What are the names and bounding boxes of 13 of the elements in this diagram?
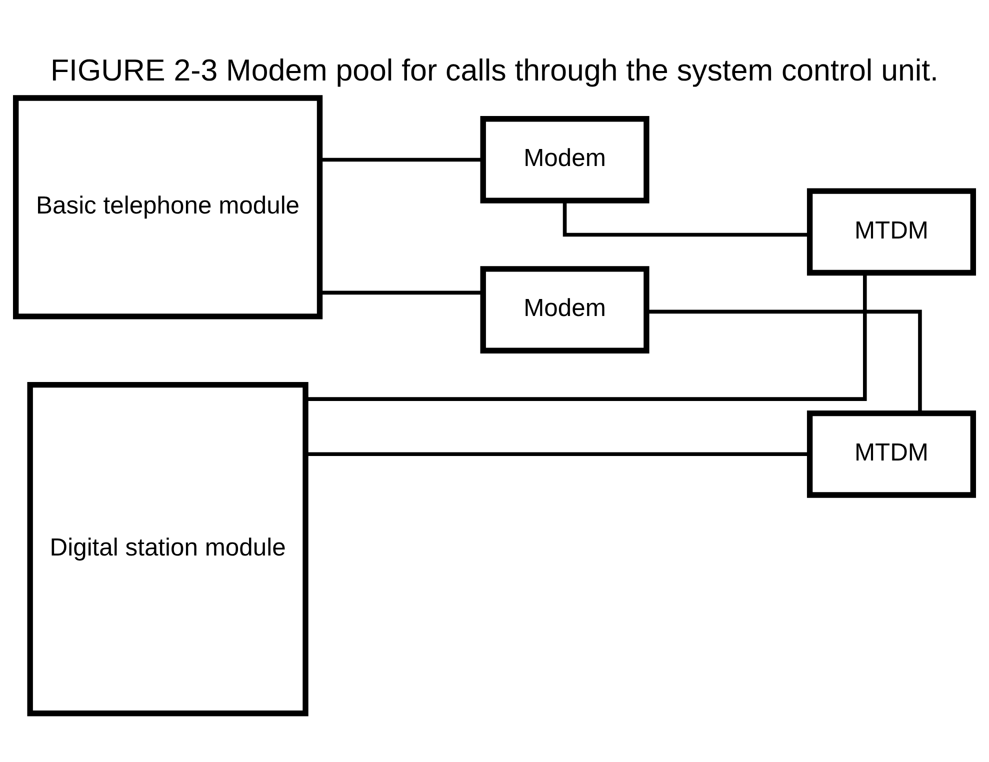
connector — [320, 158, 483, 162]
connector — [647, 310, 922, 413]
connector — [306, 273, 867, 401]
connector — [306, 452, 810, 456]
node-box: MTDM — [806, 410, 976, 498]
connector — [320, 290, 483, 295]
connector — [562, 200, 810, 237]
diagram-title: FIGURE 2-3 Modem pool for calls through the system control unit. — [50, 54, 938, 88]
node-box: Digital station module — [27, 382, 308, 716]
node-box: Modem — [480, 266, 650, 354]
node-box: Basic telephone module — [13, 95, 323, 320]
node-box: Modem — [480, 116, 650, 204]
node-box: MTDM — [806, 188, 976, 276]
